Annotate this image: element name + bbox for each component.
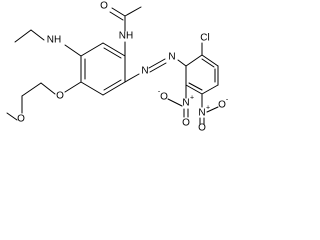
bond-ring2-c4-c5: [201, 84, 219, 95]
charge-minus-nitro1: -: [158, 89, 161, 96]
bond-ring1-c3-c4: [102, 81, 126, 96]
bond-n2-ring2: [177, 59, 187, 67]
bond-ring2-inner-b: [188, 82, 203, 91]
bond-ring2-c1-c2: [185, 54, 203, 67]
bond-c3-n1: [124, 73, 140, 83]
bond-o-ch2: [40, 82, 56, 95]
bonds: [6, 6, 219, 125]
bond-ch2-ch3: [14, 29, 32, 43]
bond-ring2-inner-a: [201, 58, 215, 68]
bond-co-ch3: [124, 6, 142, 17]
bond-ring2-c2-c3: [201, 54, 219, 67]
atom-o-ether2: O: [17, 114, 25, 125]
charge-plus-nitro1: +: [190, 95, 194, 102]
bond-ring1-c4-c5: [80, 81, 104, 96]
bond-c5-o: [64, 81, 82, 93]
atom-o-minus-nitro1: O: [160, 92, 168, 103]
atom-o-nitro1: O: [182, 118, 190, 129]
atom-o-carbonyl: O: [100, 1, 108, 12]
bond-nitro1-ominus: [167, 98, 183, 107]
atom-n-azo2: N: [168, 52, 175, 63]
bond-n1-n2-1: [148, 58, 166, 69]
bond-o-ch3: [6, 112, 18, 121]
atom-o-ether1: O: [56, 91, 64, 102]
bond-co-o-2: [109, 11, 124, 21]
atom-o-minus-nitro2: O: [218, 100, 226, 111]
atom-nh-ethylamino: NH: [47, 35, 61, 46]
chemical-structure: NH NH O O O N N Cl N + O - O N + O - O: [6, 1, 229, 132]
atom-o-nitro2: O: [198, 123, 206, 132]
bond-nh-ch2: [30, 29, 45, 41]
bond-ring1-c1-c2: [102, 42, 126, 57]
atom-labels: NH NH O O O N N Cl N + O - O N + O - O: [17, 1, 229, 132]
atom-n-nitro1: N: [182, 98, 189, 109]
bond-co-o-1: [111, 7, 126, 17]
bond-n1-n2-2: [149, 62, 167, 73]
bond-ch2-ch2: [21, 82, 42, 97]
charge-minus-nitro2: -: [226, 97, 229, 104]
bond-ring2-c5-c6: [185, 84, 203, 95]
bond-nitro2-ominus: [206, 106, 219, 113]
bond-ring1-inner-a: [103, 47, 122, 59]
atom-nh-acetamido: NH: [119, 31, 133, 42]
charge-plus-nitro2: +: [206, 105, 210, 112]
bond-c6-nh: [64, 44, 82, 57]
atom-cl: Cl: [200, 33, 209, 44]
atom-n-nitro2: N: [198, 108, 205, 119]
bond-ring1-c6-c1: [80, 42, 104, 57]
bond-ring1-inner-b: [103, 79, 122, 91]
atom-n-azo1: N: [141, 66, 148, 77]
